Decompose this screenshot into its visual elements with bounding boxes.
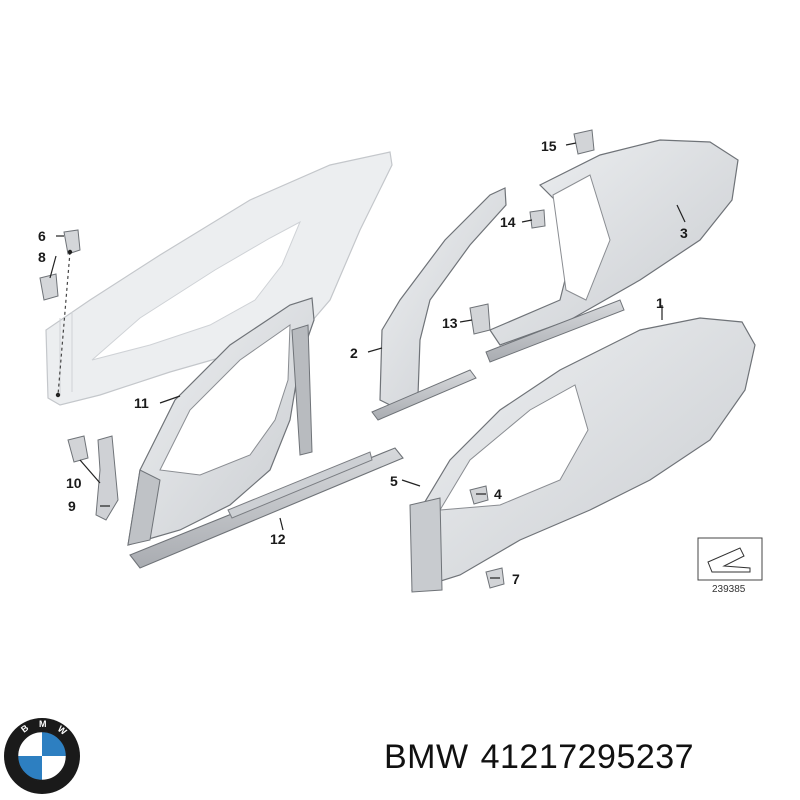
reference-number: 239385 (712, 584, 746, 595)
bracket-parts-9-10 (67, 435, 119, 521)
part-12-rocker-sill (129, 447, 404, 569)
brand-name: BMW (384, 738, 469, 776)
callout-7: 7 (512, 571, 520, 587)
part-11-inner-frame (127, 297, 315, 546)
callout-1: 1 (656, 295, 664, 311)
callout-2: 2 (350, 345, 358, 361)
svg-text:M: M (39, 719, 47, 729)
part-1-side-panel (409, 317, 756, 593)
small-parts-13-14-15 (469, 129, 595, 335)
callout-3: 3 (680, 225, 688, 241)
callout-12: 12 (270, 531, 286, 547)
part-2-a-pillar (371, 187, 507, 421)
callout-11: 11 (134, 395, 149, 411)
ghost-side-frame (45, 151, 393, 406)
reference-box (697, 537, 763, 581)
callout-13: 13 (442, 315, 458, 331)
callout-6: 6 (38, 228, 46, 244)
bracket-parts-6-8 (39, 229, 81, 398)
callout-14: 14 (500, 214, 516, 230)
leader-lines (49, 142, 686, 579)
callout-5: 5 (390, 473, 398, 489)
part-3-quarter-panel-upper (485, 139, 739, 363)
callout-8: 8 (38, 249, 46, 265)
callout-4: 4 (494, 486, 502, 502)
part-number: 41217295237 (480, 738, 695, 776)
callout-9: 9 (68, 498, 76, 514)
svg-text:B: B (19, 722, 31, 734)
brand-part-number: BMW 41217295237 (384, 738, 706, 777)
callout-15: 15 (541, 138, 557, 154)
bmw-logo: B M W (4, 718, 80, 794)
callout-10: 10 (66, 475, 82, 491)
